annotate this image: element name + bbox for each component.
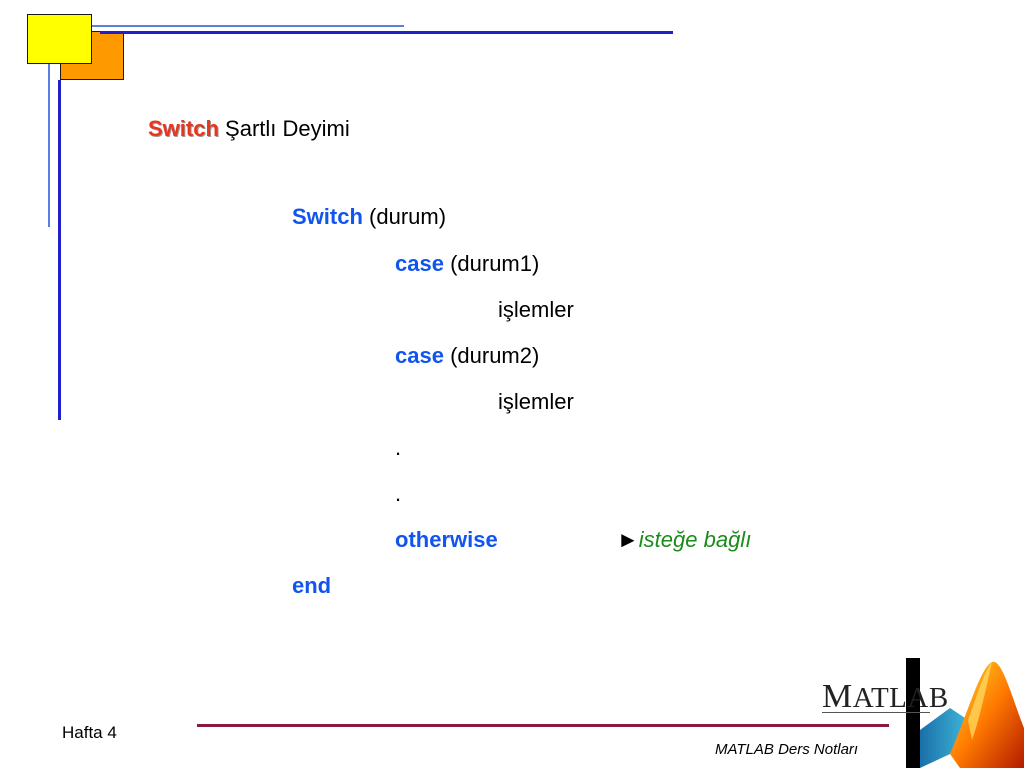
- code-line-end: end: [292, 573, 331, 599]
- code-line-otherwise: otherwise: [395, 527, 498, 553]
- logo-bar: [906, 658, 920, 768]
- footer-rule: [197, 724, 889, 727]
- slide-title: Switch Şartlı Deyimi: [148, 116, 350, 142]
- title-keyword: Switch: [148, 116, 219, 141]
- code-line-switch: Switch (durum): [292, 204, 446, 230]
- pointer-arrow-icon: ►: [617, 527, 639, 552]
- otherwise-note: ►isteğe bağlı: [617, 527, 751, 553]
- matlab-membrane-icon: [920, 661, 1024, 768]
- case1-argument: (durum1): [450, 251, 540, 276]
- code-line-body1: işlemler: [498, 297, 574, 322]
- title-rest: Şartlı Deyimi: [225, 116, 350, 141]
- code-line-case2: case (durum2): [395, 343, 539, 369]
- footer-course-label: MATLAB Ders Notları: [715, 741, 859, 758]
- logo-first-letter: M: [822, 678, 853, 715]
- code-line-dot2: .: [395, 481, 402, 506]
- logo-rest-letters: ATLAB: [852, 682, 949, 714]
- footer-week-label: Hafta 4: [62, 723, 117, 742]
- left-rule-thick: [58, 80, 61, 420]
- left-rule-thin: [48, 64, 50, 227]
- end-keyword: end: [292, 573, 332, 598]
- optional-note-text: isteğe bağlı: [638, 527, 752, 552]
- case2-keyword: case: [395, 343, 444, 368]
- case2-argument: (durum2): [450, 343, 540, 368]
- switch-keyword: Switch: [292, 204, 363, 229]
- code-line-dot1: .: [395, 435, 402, 460]
- top-rule-thin: [92, 25, 404, 27]
- case1-keyword: case: [395, 251, 444, 276]
- switch-argument: (durum): [369, 204, 447, 229]
- matlab-logo-text: MATLAB: [822, 678, 949, 716]
- top-rule-thick: [100, 31, 673, 34]
- code-line-case1: case (durum1): [395, 251, 539, 277]
- code-line-body2: işlemler: [498, 389, 574, 414]
- logo-underline: [822, 712, 930, 713]
- yellow-square-decoration: [27, 14, 92, 64]
- otherwise-keyword: otherwise: [395, 527, 498, 552]
